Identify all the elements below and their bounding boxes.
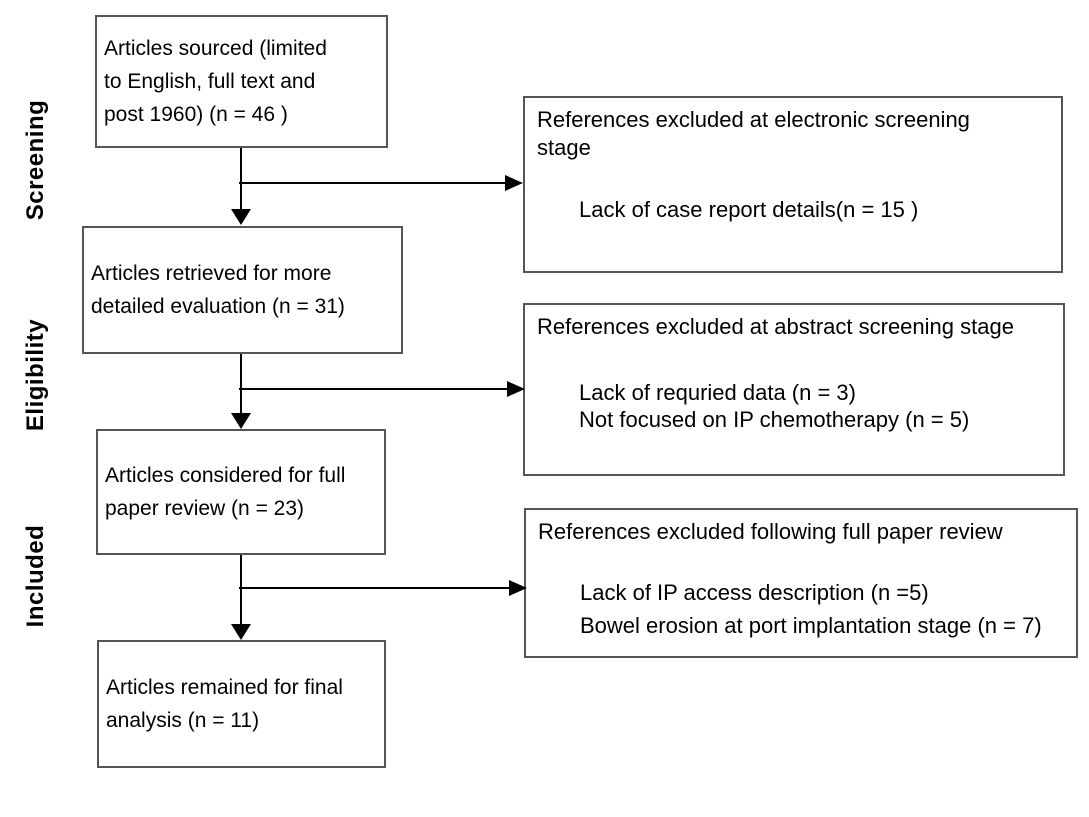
flow-box-text-line: Articles sourced (limited (104, 37, 327, 60)
arrow-down-icon (231, 209, 251, 225)
connector-line-retrieved-to-considered (240, 354, 242, 414)
arrow-down-icon (231, 624, 251, 640)
flow-box-text-line: Articles remained for final (106, 676, 343, 699)
stage-label-eligibility: Eligibility (22, 318, 49, 432)
exclusion-box-title: References excluded following full paper… (538, 519, 1003, 544)
connector-line-to-electronic-exclusions (239, 182, 506, 184)
connector-line-to-abstract-exclusions (239, 388, 508, 390)
flow-box-articles-retrieved: Articles retrieved for more detailed eva… (82, 226, 403, 354)
stage-label-screening: Screening (22, 99, 49, 221)
flow-box-text-line: paper review (n = 23) (105, 497, 305, 520)
flow-box-articles-final: Articles remained for final analysis (n … (97, 640, 386, 768)
connector-line-to-fullpaper-exclusions (239, 587, 510, 589)
exclusion-item: Lack of requried data (n = 3) (579, 380, 856, 405)
connector-line-considered-to-final (240, 555, 242, 625)
exclusion-box-title: References excluded at electronic screen… (537, 107, 970, 160)
flow-box-text-line: Articles retrieved for more (91, 262, 332, 285)
arrow-down-icon (231, 413, 251, 429)
flow-box-text-line: Articles considered for full (105, 464, 346, 487)
exclusion-box-full-paper-review: References excluded following full paper… (524, 508, 1078, 658)
exclusion-box-abstract-screening: References excluded at abstract screenin… (523, 303, 1065, 476)
arrow-right-icon (509, 580, 527, 596)
connector-line-sourced-to-retrieved (240, 148, 242, 210)
exclusion-item: Lack of case report details(n = 15 ) (579, 197, 919, 222)
exclusion-item: Bowel erosion at port implantation stage… (580, 613, 1042, 638)
stage-label-included: Included (22, 524, 49, 628)
exclusion-box-electronic-screening: References excluded at electronic screen… (523, 96, 1063, 273)
flow-box-articles-considered: Articles considered for full paper revie… (96, 429, 386, 555)
exclusion-item: Lack of IP access description (n =5) (580, 580, 929, 605)
flow-box-text-line: detailed evaluation (n = 31) (91, 295, 345, 318)
exclusion-box-title: References excluded at abstract screenin… (537, 314, 1014, 339)
flow-box-text-line: analysis (n = 11) (106, 709, 260, 732)
flow-box-text-line: post 1960) (n = 46 ) (104, 103, 288, 126)
arrow-right-icon (505, 175, 523, 191)
flow-box-text-line: to English, full text and (104, 70, 316, 93)
flow-box-articles-sourced: Articles sourced (limited to English, fu… (95, 15, 388, 148)
arrow-right-icon (507, 381, 525, 397)
exclusion-item: Not focused on IP chemotherapy (n = 5) (579, 407, 970, 432)
